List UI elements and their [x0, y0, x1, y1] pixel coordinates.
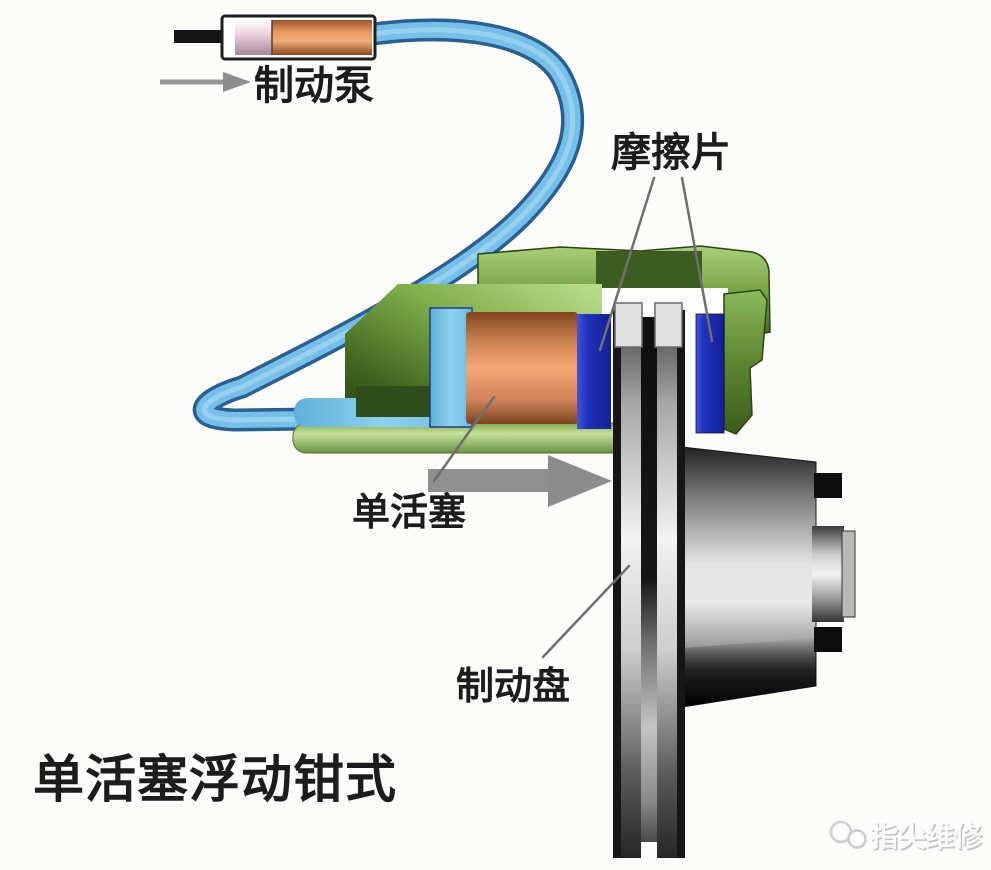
cylinder-piston — [235, 20, 272, 55]
cylinder-copper-body — [272, 20, 372, 55]
piston — [466, 312, 578, 424]
clamp-arrow-head — [548, 455, 612, 507]
brake-pump-label: 制动泵 — [254, 63, 374, 108]
hub-axle-cap — [841, 530, 856, 618]
watermark: 指尖维修 指尖维修 — [829, 820, 985, 855]
disc-edge-right — [677, 310, 685, 858]
pointer-friction-pad-outer — [680, 176, 714, 343]
disc-tab-right — [654, 302, 683, 348]
watermark-text-shadow: 指尖维修 — [872, 823, 985, 855]
hub-axle — [812, 526, 844, 622]
watermark-logo-icon-2 — [847, 829, 867, 849]
pointer-single-piston — [432, 395, 496, 483]
wheel-stud-bottom — [814, 627, 842, 652]
disc-plate-right — [657, 306, 677, 858]
single-piston-label: 单活塞 — [352, 492, 466, 534]
disc-vent-core — [641, 317, 657, 842]
brake-hose — [192, 18, 585, 432]
friction-pads-label: 摩擦片 — [611, 130, 731, 175]
clamp-force-arrow — [428, 455, 612, 507]
pushrod — [174, 30, 226, 43]
pointer-brake-disc — [541, 564, 631, 659]
brake-disc — [613, 302, 685, 858]
input-arrow-head — [223, 72, 251, 92]
disc-plate-left — [621, 306, 641, 858]
brake-disc-label: 制动盘 — [456, 665, 570, 708]
diagram-title: 单活塞浮动钳式 — [33, 752, 397, 809]
wheel-stud-top — [814, 473, 842, 498]
disc-tab-left — [614, 302, 643, 348]
watermark-text: 指尖维修 — [870, 821, 983, 853]
hub-shadow — [682, 638, 816, 707]
clamp-arrow-shaft — [428, 469, 548, 492]
pointer-friction-pad-inner — [598, 176, 656, 352]
pointer-lines — [432, 176, 714, 659]
fluid-chamber — [429, 307, 473, 428]
wheel-hub — [681, 446, 856, 708]
input-arrow — [160, 72, 251, 92]
disc-edge-left — [613, 310, 621, 858]
caliper-outer-pillar — [723, 289, 768, 435]
hose-highlight — [201, 27, 576, 423]
caliper-inlet-block — [356, 386, 434, 417]
master-cylinder — [174, 14, 377, 61]
